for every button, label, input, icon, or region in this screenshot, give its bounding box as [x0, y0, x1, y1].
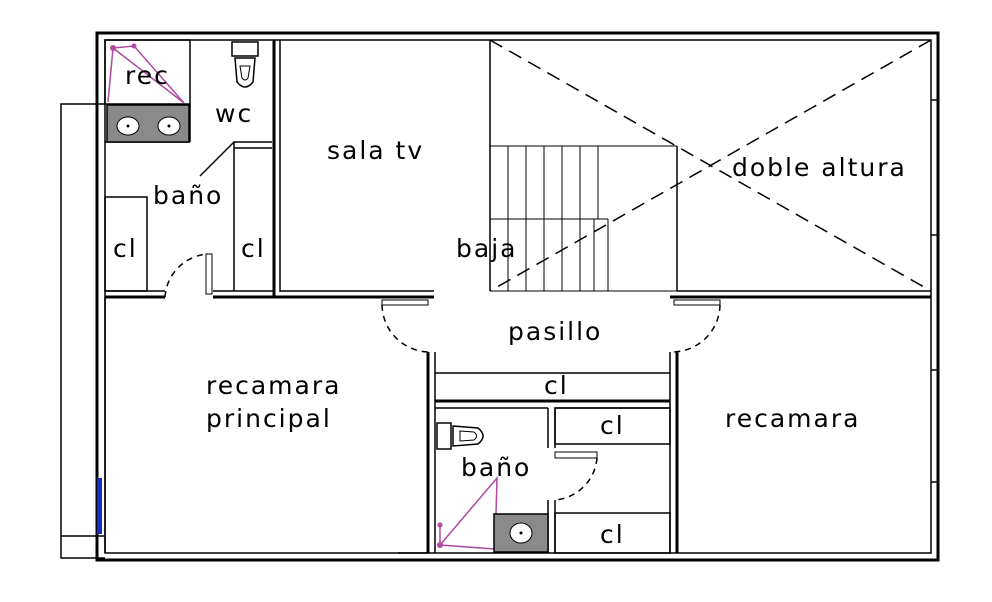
label-recamara-principal-1: recamara [206, 371, 341, 400]
double-height-x [489, 39, 932, 292]
lower-middle-walls [426, 352, 679, 554]
label-doble-altura: doble altura [732, 153, 907, 182]
label-sala-tv: sala tv [327, 136, 424, 165]
label-wc: wc [215, 99, 253, 128]
room-labels: rec wc baño cl cl sala tv baja doble alt… [113, 61, 907, 549]
toilet-top [231, 41, 259, 88]
label-cl-mid: cl [241, 234, 266, 263]
label-recamara: recamara [725, 404, 860, 433]
staircase [490, 145, 677, 292]
label-baja: baja [456, 234, 517, 263]
label-cl-left: cl [113, 234, 138, 263]
top-bath-walls [104, 39, 281, 299]
label-pasillo: pasillo [508, 317, 602, 346]
label-cl-bath-top: cl [600, 411, 625, 440]
blue-window-mark [97, 478, 102, 534]
label-rec: rec [125, 61, 170, 90]
label-bano-top: baño [153, 181, 223, 210]
hall-doors [381, 299, 721, 353]
central-walls [274, 40, 931, 299]
double-sink-counter [106, 104, 190, 143]
shower-fixture [107, 43, 185, 104]
toilet-bottom [436, 422, 484, 450]
label-bano-bottom: baño [461, 453, 531, 482]
label-recamara-principal-2: principal [206, 404, 332, 433]
label-cl-bath-bottom: cl [600, 520, 625, 549]
exterior-walls [60, 31, 940, 562]
sink-bottom [493, 513, 549, 553]
shower-bottom [437, 475, 498, 550]
label-cl-hall: cl [544, 371, 569, 400]
